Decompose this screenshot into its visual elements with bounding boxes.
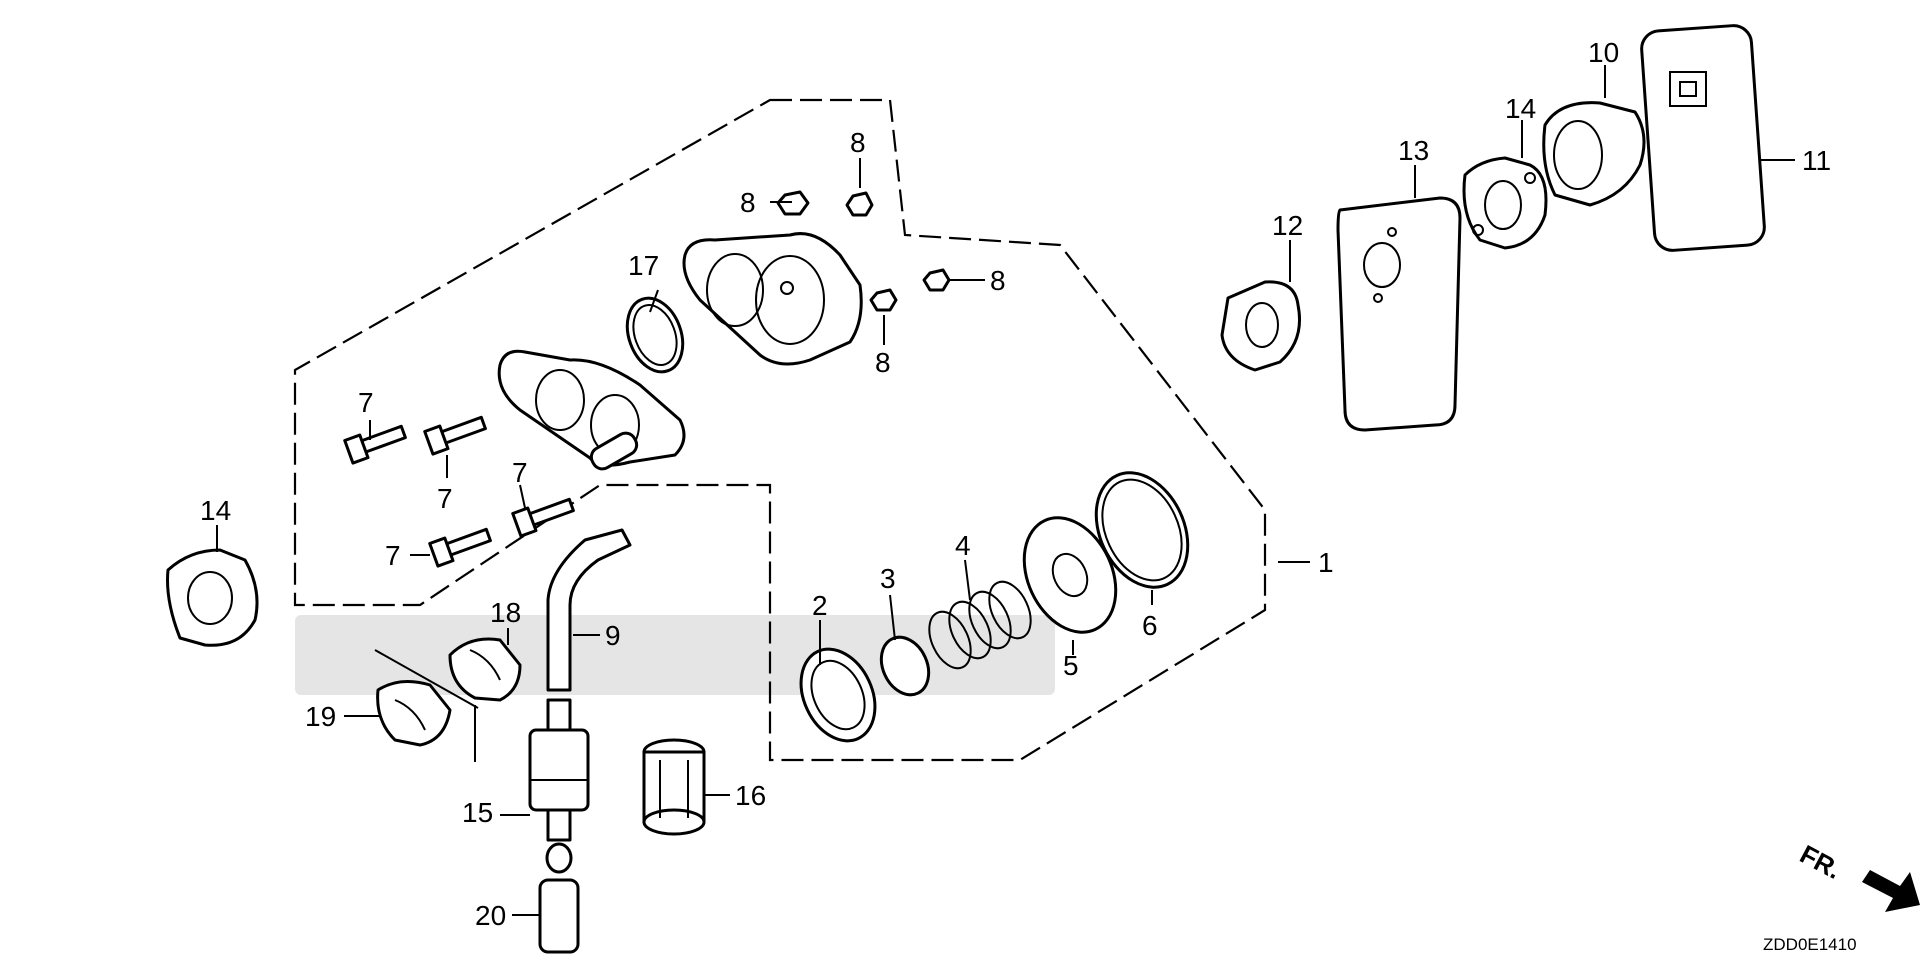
front-indicator: FR. <box>1795 839 1920 912</box>
callout-13: 13 <box>1398 135 1429 166</box>
part-18-clip <box>448 637 522 702</box>
part-17-o-ring <box>625 296 685 374</box>
callout-11: 11 <box>1802 145 1831 176</box>
callout-8b: 8 <box>850 127 866 158</box>
part-15-fuel-filter <box>528 698 590 874</box>
callout-7c: 7 <box>512 457 528 488</box>
pump-body <box>497 349 686 471</box>
part-19-clip <box>376 679 452 747</box>
callout-5: 5 <box>1063 650 1079 681</box>
front-arrow-icon <box>1862 870 1920 912</box>
assembly-outline <box>293 98 1267 762</box>
part-3-valve <box>879 635 931 697</box>
part-4-spring <box>928 580 1032 670</box>
part-13-plate <box>1336 196 1462 432</box>
callout-6: 6 <box>1142 610 1158 641</box>
callout-7a: 7 <box>358 387 374 418</box>
callout-8c: 8 <box>875 347 891 378</box>
callout-8a: 8 <box>740 187 756 218</box>
part-20-tube <box>538 878 580 954</box>
callout-7d: 7 <box>385 540 401 571</box>
callout-10: 10 <box>1588 37 1619 68</box>
callout-4: 4 <box>955 530 971 561</box>
callout-17: 17 <box>628 250 659 281</box>
callout-7b: 7 <box>437 483 453 514</box>
part-16-strainer <box>642 738 706 836</box>
part-14-gasket-upper <box>1462 156 1548 250</box>
part-12-spacer <box>1220 280 1302 372</box>
callout-12: 12 <box>1272 210 1303 241</box>
diagram-code: ZDD0E1410 <box>1763 935 1857 954</box>
callout-3: 3 <box>880 563 896 594</box>
pump-cover-plate <box>682 232 863 366</box>
callout-8d: 8 <box>990 265 1006 296</box>
callout-2: 2 <box>812 590 828 621</box>
callout-15: 15 <box>462 797 493 828</box>
leader-lines <box>216 65 1795 916</box>
callout-16: 16 <box>735 780 766 811</box>
nuts-8 <box>776 190 951 312</box>
clip-bracket-line <box>374 649 479 709</box>
callout-19: 19 <box>305 701 336 732</box>
part-14-gasket-left <box>166 548 259 647</box>
part-9-tube <box>546 528 632 692</box>
front-indicator-label: FR. <box>1795 839 1846 885</box>
callout-1: 1 <box>1318 547 1334 578</box>
callout-14a: 14 <box>1505 93 1536 124</box>
bolts-7 <box>343 415 575 568</box>
part-10-spacer <box>1542 101 1646 207</box>
callout-9: 9 <box>605 620 621 651</box>
callout-18: 18 <box>490 597 521 628</box>
part-2-diaphragm <box>799 647 877 743</box>
callout-20: 20 <box>475 900 506 931</box>
part-6-o-ring <box>1094 471 1190 589</box>
callout-labels: 1 2 3 4 5 6 7 7 7 7 8 8 8 8 9 10 11 12 1… <box>200 37 1831 931</box>
callout-14b: 14 <box>200 495 231 526</box>
part-11-plate <box>1640 24 1766 252</box>
